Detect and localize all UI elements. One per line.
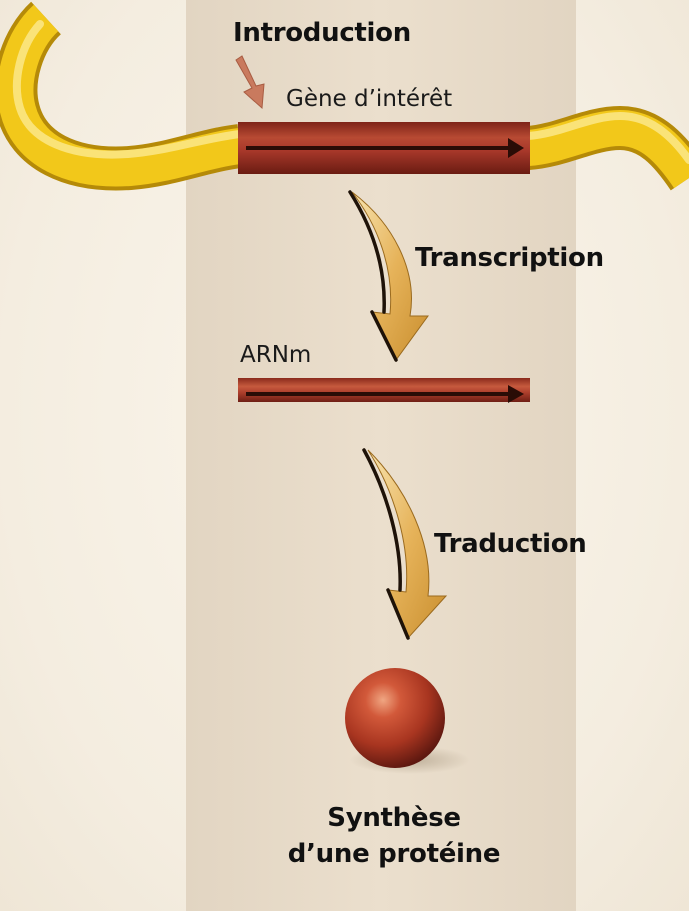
gene-segment [238,122,530,174]
label-protein-synthesis: Synthèse d’une protéine [244,800,544,872]
protein-sphere [345,668,445,768]
label-synthesis-line1: Synthèse [244,800,544,836]
label-introduction: Introduction [233,18,411,48]
label-mrna: ARNm [240,342,311,368]
label-synthesis-line2: d’une protéine [244,836,544,872]
label-gene-of-interest: Gène d’intérêt [286,86,452,112]
label-transcription: Transcription [415,243,604,273]
label-translation: Traduction [434,529,587,559]
mrna-strand [238,378,530,403]
